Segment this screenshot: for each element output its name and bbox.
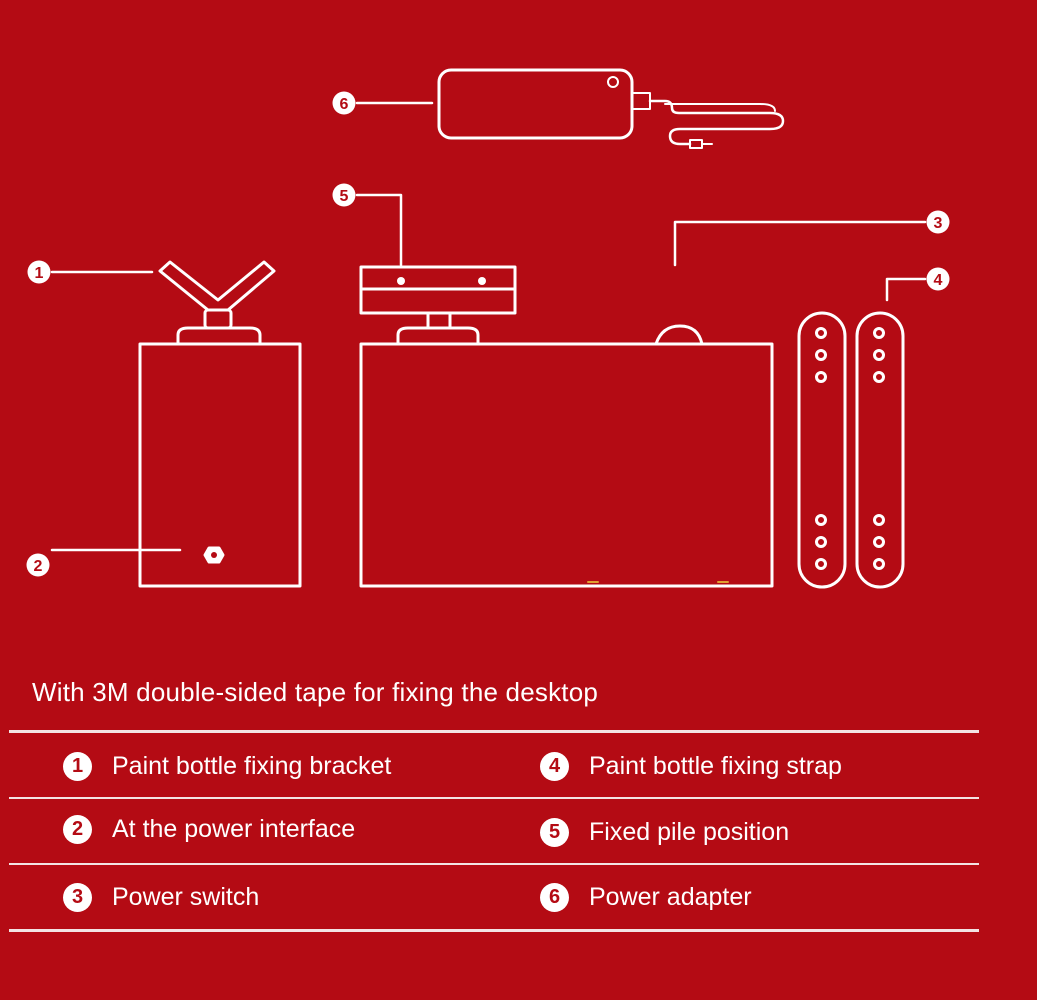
product-parts-diagram: 1 2 3 4 5 6 (26, 68, 950, 589)
legend-label: Power adapter (589, 883, 752, 911)
svg-text:5: 5 (340, 188, 349, 205)
legend-number-badge: 3 (63, 883, 92, 912)
divider (9, 730, 979, 733)
svg-text:2: 2 (34, 558, 43, 575)
svg-text:1: 1 (35, 265, 44, 282)
legend-number-badge: 6 (540, 883, 569, 912)
legend-item-5: 5 Fixed pile position (540, 818, 789, 847)
callout-badge-4: 4 (926, 267, 950, 291)
legend-number-badge: 5 (540, 818, 569, 847)
paint-bottle-fixing-strap-drawing (797, 311, 905, 589)
paint-bottle-fixing-bracket-drawing (138, 260, 302, 588)
legend-number-badge: 2 (63, 815, 92, 844)
callout-leaders (50, 101, 927, 552)
callout-badge-3: 3 (926, 210, 950, 234)
large-box-drawing (359, 324, 774, 588)
divider (9, 863, 979, 865)
divider (9, 929, 979, 932)
power-adapter-drawing (437, 68, 785, 149)
divider (9, 797, 979, 799)
power-interface-drawing (203, 546, 225, 564)
fixed-pile-position-drawing (359, 265, 517, 346)
callout-badge-2: 2 (26, 553, 50, 577)
legend-item-1: 1 Paint bottle fixing bracket (63, 752, 391, 781)
legend-item-6: 6 Power adapter (540, 883, 752, 912)
legend-label: Fixed pile position (589, 818, 790, 846)
tape-caption: With 3M double-sided tape for fixing the… (32, 677, 599, 707)
legend-label: Paint bottle fixing strap (589, 752, 842, 780)
power-switch-drawing (654, 324, 704, 346)
callout-badge-6: 6 (332, 91, 356, 115)
legend-label: Paint bottle fixing bracket (112, 752, 392, 780)
legend-label: Power switch (112, 883, 260, 911)
legend-number-badge: 1 (63, 752, 92, 781)
legend-item-3: 3 Power switch (63, 883, 259, 912)
callout-badge-1: 1 (27, 260, 51, 284)
callout-badge-5: 5 (332, 183, 356, 207)
svg-text:3: 3 (934, 215, 943, 232)
legend-label: At the power interface (112, 815, 356, 843)
svg-text:4: 4 (934, 272, 943, 289)
legend-item-4: 4 Paint bottle fixing strap (540, 752, 842, 781)
svg-text:6: 6 (340, 96, 349, 113)
legend-item-2: 2 At the power interface (63, 815, 355, 844)
legend-number-badge: 4 (540, 752, 569, 781)
